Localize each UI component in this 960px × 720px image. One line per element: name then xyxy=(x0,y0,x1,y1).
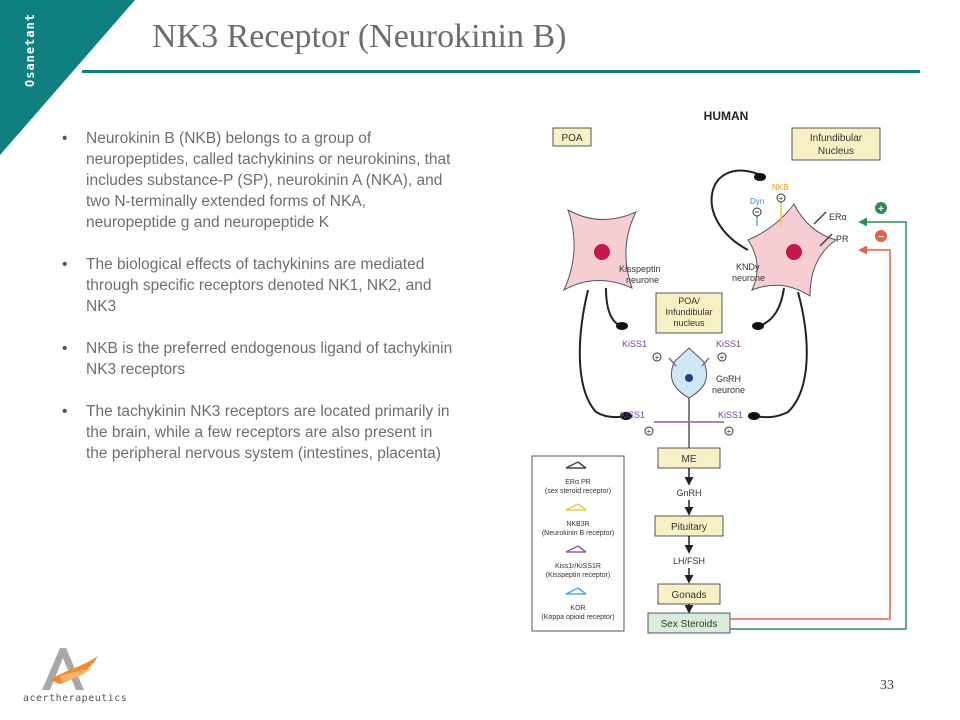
plus-mark-lower-right: + xyxy=(727,427,732,436)
kndy-autofeedback-path xyxy=(710,169,759,251)
page-title: NK3 Receptor (Neurokinin B) xyxy=(152,18,567,55)
page-number: 33 xyxy=(880,678,894,693)
plus-circle-upper-right xyxy=(717,352,727,362)
legend-desc-kiss1r: (Kisspeptin receptor) xyxy=(546,572,611,579)
bullet-dot: • xyxy=(62,340,68,357)
er-alpha-receptor xyxy=(813,211,827,225)
kiss1-label-lower-left: KiSS1 xyxy=(620,410,645,420)
kisspeptin-nucleus xyxy=(594,244,610,260)
poa-infundibular-label-2: Infundibular xyxy=(665,307,712,317)
legend-name-kor: KOR xyxy=(570,605,585,612)
er-alpha-label: ERα xyxy=(829,212,847,222)
title-rule xyxy=(82,70,920,73)
kndy-label-2: neurone xyxy=(732,273,765,283)
gonads-label: Gonads xyxy=(671,590,706,601)
kiss1-label-lower-right: KiSS1 xyxy=(718,410,743,420)
poa-infundibular-box xyxy=(655,292,723,334)
sex-steroids-label: Sex Steroids xyxy=(661,619,718,630)
plus-mark-nkb: + xyxy=(779,194,784,203)
sidebar-label: Osanetant xyxy=(23,12,37,88)
kndy-terminal xyxy=(754,173,766,181)
kndy-projection-upper xyxy=(759,287,785,327)
legend-desc-era-pr: (sex steroid receptor) xyxy=(545,488,611,495)
poa-box xyxy=(552,127,592,147)
legend-item-kiss1r: Kiss1r/KiSS1R (Kisspeptin receptor) xyxy=(546,545,611,579)
kndy-terminal-upper xyxy=(752,322,764,330)
plus-circle-upper-left xyxy=(652,352,662,362)
positive-feedback-icon xyxy=(875,202,887,214)
diagram-header: HUMAN xyxy=(704,109,749,123)
gnrh-nucleus xyxy=(685,374,693,382)
bullet-dot: • xyxy=(62,130,68,147)
bullet-item: • The biological effects of tachykinins a… xyxy=(62,254,454,317)
bullet-text: The tachykinin NK3 receptors are located… xyxy=(86,403,450,462)
gnrh-neurone xyxy=(670,347,708,399)
kisspeptin-terminal-lower xyxy=(620,412,632,420)
me-label: ME xyxy=(682,454,697,465)
kisspeptin-projection-lower xyxy=(578,289,627,419)
bullet-item: • The tachykinin NK3 receptors are locate… xyxy=(62,401,454,464)
legend-box xyxy=(531,455,625,632)
bullet-list: • Neurokinin B (NKB) belongs to a group o… xyxy=(62,128,454,485)
kiss1r-receptor-upper-right xyxy=(701,357,710,367)
plus-circle-lower-right xyxy=(724,426,734,436)
positive-feedback-arrow xyxy=(730,217,907,630)
kndy-terminal-lower xyxy=(748,412,760,420)
bullet-dot: • xyxy=(62,403,68,420)
plus-circle-lower-left xyxy=(644,426,654,436)
plus-mark-upper-left: + xyxy=(655,353,660,362)
kisspeptin-label-1: Kisspeptin xyxy=(619,264,661,274)
acer-logo xyxy=(42,648,98,690)
bullet-text: Neurokinin B (NKB) belongs to a group of… xyxy=(86,130,451,231)
lh-fsh-label: LH/FSH xyxy=(673,556,705,566)
legend-item-era-pr: ERα PR (sex steroid receptor) xyxy=(545,461,611,495)
bullet-text: NKB is the preferred endogenous ligand o… xyxy=(86,340,453,378)
plus-mark-lower-left: + xyxy=(647,427,652,436)
pr-label: PR xyxy=(836,234,849,244)
bullet-item: • NKB is the preferred endogenous ligand … xyxy=(62,338,454,380)
plus-circle-nkb xyxy=(776,193,786,203)
negative-feedback-sign: − xyxy=(878,232,884,243)
kiss1r-receptor-upper-left xyxy=(668,357,677,367)
gnrh-flow-label: GnRH xyxy=(676,488,701,498)
plus-mark-upper-right: + xyxy=(720,353,725,362)
infundibular-label-1: Infundibular xyxy=(810,133,863,144)
legend-name-kiss1r: Kiss1r/KiSS1R xyxy=(555,563,601,570)
nkb-label: NKB xyxy=(772,183,788,192)
legend-desc-nkb3r: (Neurokinin B receptor) xyxy=(542,530,614,537)
legend-item-nkb3r: NKB3R (Neurokinin B receptor) xyxy=(542,503,614,537)
positive-feedback-sign: + xyxy=(878,204,884,215)
negative-feedback-arrow xyxy=(730,245,891,620)
pituitary-label: Pituitary xyxy=(671,522,707,533)
negative-feedback-icon xyxy=(875,230,887,242)
legend-name-era-pr: ERα PR xyxy=(565,479,590,486)
kisspeptin-label-2: neurone xyxy=(626,275,659,285)
legend-name-nkb3r: NKB3R xyxy=(566,521,589,528)
poa-label: POA xyxy=(561,133,582,144)
dyn-label: Dyn xyxy=(750,197,764,206)
kiss1-label-upper-left: KiSS1 xyxy=(622,339,647,349)
sex-steroids-box xyxy=(647,612,731,634)
hpg-axis-diagram: HUMAN POA Infundibular Nucleus Kisspepti… xyxy=(531,109,907,634)
infundibular-label-2: Nucleus xyxy=(818,146,854,157)
bullet-text: The biological effects of tachykinins ar… xyxy=(86,256,432,315)
kisspeptin-projection-upper xyxy=(605,287,622,327)
logo-text: acertherapeutics xyxy=(23,693,128,704)
kndy-label-1: KNDy xyxy=(736,262,760,272)
kndy-projection-lower xyxy=(753,291,808,419)
kisspeptin-terminal-upper xyxy=(616,322,628,330)
kndy-nucleus xyxy=(786,244,802,260)
bullet-item: • Neurokinin B (NKB) belongs to a group o… xyxy=(62,128,454,233)
gnrh-neurone-label-2: neurone xyxy=(712,385,745,395)
legend-item-kor: KOR (Koppa opioid receptor) xyxy=(541,587,615,621)
bullet-dot: • xyxy=(62,256,68,273)
poa-infundibular-label-3: nucleus xyxy=(673,318,705,328)
legend-desc-kor: (Koppa opioid receptor) xyxy=(541,614,614,621)
gnrh-neurone-label-1: GnRH xyxy=(716,374,741,384)
infundibular-nucleus-box xyxy=(791,127,881,161)
pr-receptor xyxy=(819,233,833,247)
poa-infundibular-label-1: POA/ xyxy=(678,296,700,306)
kiss1-label-upper-right: KiSS1 xyxy=(716,339,741,349)
